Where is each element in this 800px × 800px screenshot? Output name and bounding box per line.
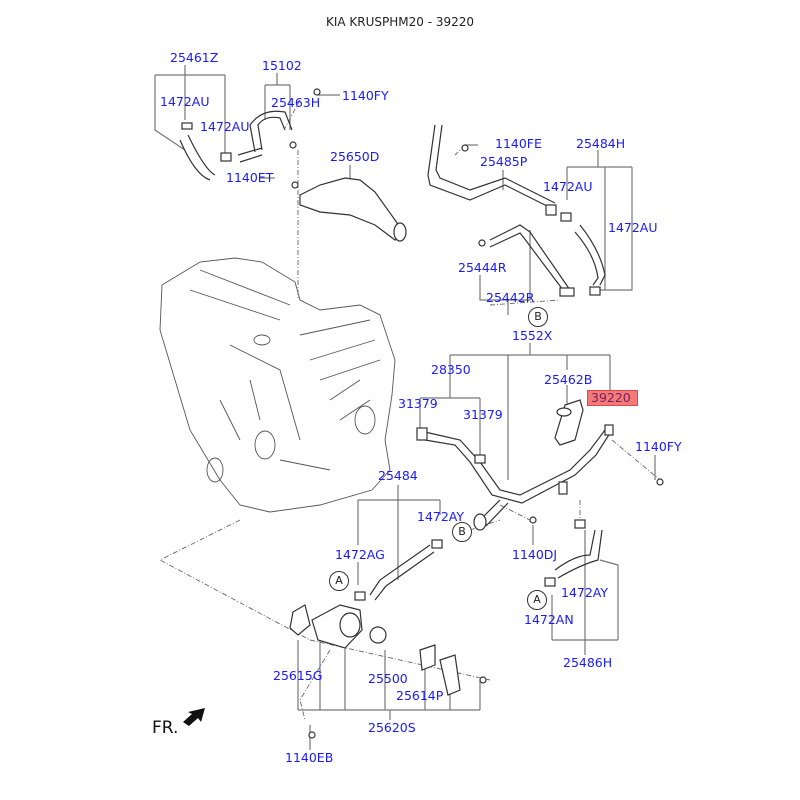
- part-label-1140eb[interactable]: 1140EB: [285, 750, 334, 765]
- part-label-25461z[interactable]: 25461Z: [170, 50, 219, 65]
- part-label-25486h[interactable]: 25486H: [563, 655, 613, 670]
- part-label-25500[interactable]: 25500: [368, 671, 408, 686]
- part-label-31379[interactable]: 31379: [463, 407, 503, 422]
- part-label-1472au[interactable]: 1472AU: [200, 119, 250, 134]
- front-direction-marker: FR.: [152, 718, 179, 738]
- reference-circle-b: B: [528, 307, 548, 327]
- engine-block: [159, 257, 396, 513]
- leader-lines: [154, 65, 656, 750]
- part-label-1140fy[interactable]: 1140FY: [342, 88, 389, 103]
- part-label-1140et[interactable]: 1140ET: [226, 170, 274, 185]
- part-label-1140dj[interactable]: 1140DJ: [512, 547, 558, 562]
- part-label-25614p[interactable]: 25614P: [396, 688, 444, 703]
- part-label-1472au[interactable]: 1472AU: [160, 94, 210, 109]
- reference-circle-a: A: [527, 590, 547, 610]
- part-label-25463h[interactable]: 25463H: [271, 95, 321, 110]
- part-label-28350[interactable]: 28350: [431, 362, 471, 377]
- parts-drawings: [179, 88, 664, 739]
- part-label-25462b[interactable]: 25462B: [544, 372, 593, 387]
- part-label-1472ay[interactable]: 1472AY: [417, 509, 465, 524]
- part-label-1472au[interactable]: 1472AU: [608, 220, 658, 235]
- part-label-15102[interactable]: 15102: [262, 58, 302, 73]
- diagram-title: KIA KRUSPHM20 - 39220: [325, 15, 475, 29]
- part-label-25442r[interactable]: 25442R: [486, 290, 535, 305]
- reference-circle-b: B: [452, 522, 472, 542]
- part-label-1140fy[interactable]: 1140FY: [635, 439, 682, 454]
- part-label-1472au[interactable]: 1472AU: [543, 179, 593, 194]
- part-label-1472ay[interactable]: 1472AY: [561, 585, 609, 600]
- part-label-25615g[interactable]: 25615G: [273, 668, 323, 683]
- part-label-25485p[interactable]: 25485P: [480, 154, 528, 169]
- part-label-1140fe[interactable]: 1140FE: [495, 136, 542, 151]
- reference-circle-a: A: [329, 571, 349, 591]
- part-label-1552x[interactable]: 1552X: [512, 328, 553, 343]
- part-label-25650d[interactable]: 25650D: [330, 149, 380, 164]
- part-label-25484h[interactable]: 25484H: [576, 136, 626, 151]
- part-label-1472an[interactable]: 1472AN: [524, 612, 574, 627]
- part-label-31379[interactable]: 31379: [398, 396, 438, 411]
- part-label-25444r[interactable]: 25444R: [458, 260, 507, 275]
- part-label-25484[interactable]: 25484: [378, 468, 418, 483]
- part-label-25620s[interactable]: 25620S: [368, 720, 416, 735]
- front-arrow-icon: [183, 708, 205, 726]
- part-label-1472ag[interactable]: 1472AG: [335, 547, 385, 562]
- part-label-39220-highlighted[interactable]: 39220: [587, 390, 638, 406]
